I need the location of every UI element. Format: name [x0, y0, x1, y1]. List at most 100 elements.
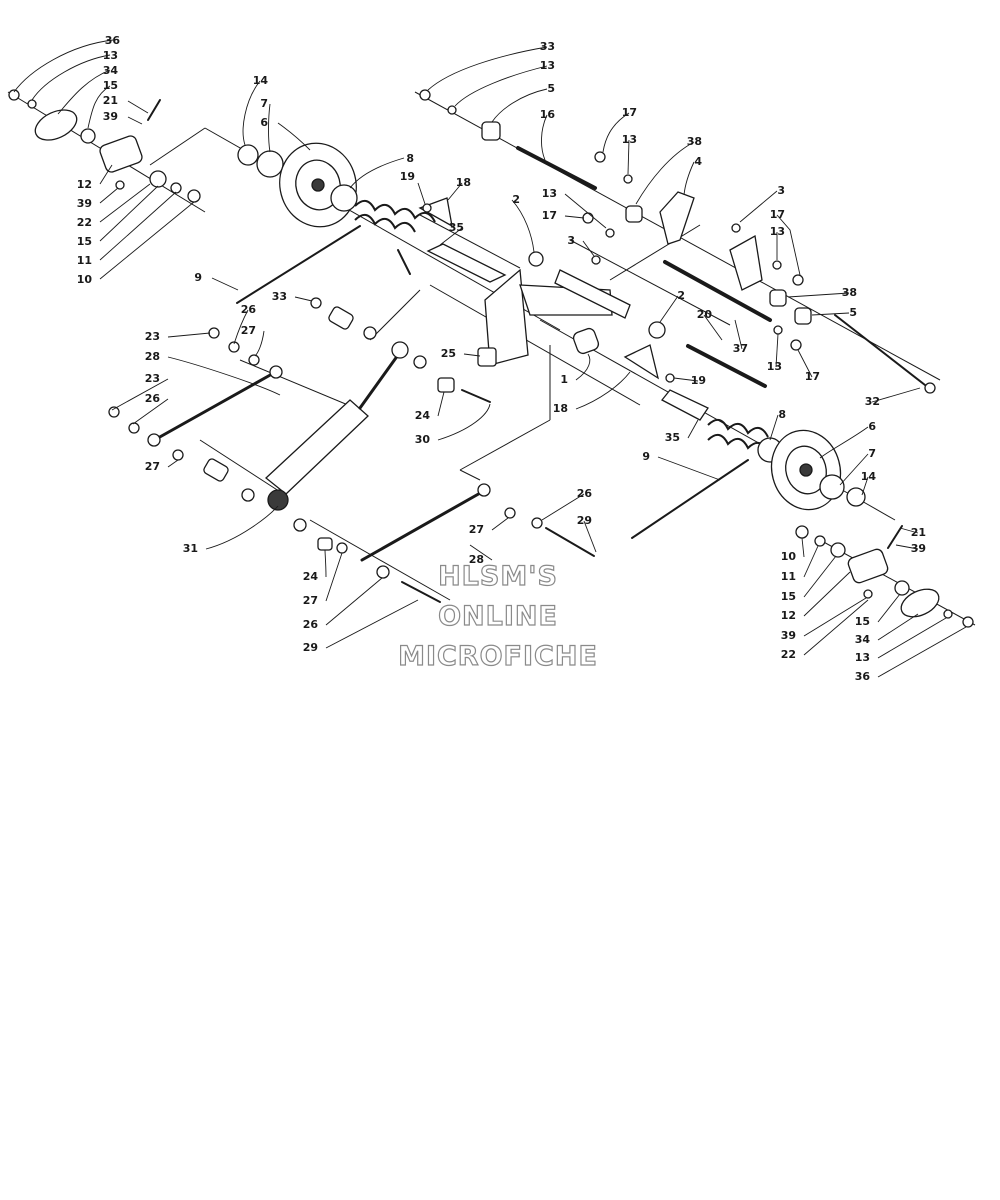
bolt-32	[834, 314, 926, 386]
ring-8-left	[330, 184, 358, 212]
leader-lines	[13, 39, 967, 678]
nut-39-right	[863, 589, 873, 599]
callout-c-11b: 11	[781, 570, 796, 583]
bushing-24-lower	[317, 537, 333, 551]
cross-tube-1	[554, 269, 631, 319]
callout-c-6b: 6	[868, 420, 876, 433]
bolt-21-left	[147, 99, 161, 121]
bolt-17-right	[792, 274, 804, 286]
callout-c-10b: 10	[781, 550, 797, 563]
spacer-lower-a	[293, 518, 307, 532]
callout-c-27c: 27	[469, 523, 484, 536]
callout-c-37a: 37	[733, 342, 748, 355]
shock-absorber-assembly	[203, 297, 491, 551]
callout-c-26c: 26	[577, 487, 593, 500]
callout-c-27a: 27	[241, 324, 256, 337]
callout-c-8a: 8	[406, 152, 414, 165]
sleeve-27-a	[248, 354, 260, 366]
callout-c-18a: 18	[456, 176, 471, 189]
link-28-left	[156, 372, 274, 440]
callout-c-39d: 39	[781, 629, 796, 642]
bolt-21-right	[887, 525, 903, 549]
bushing-15b-right	[894, 580, 910, 596]
bushing-2-lower	[648, 321, 666, 339]
callout-c-19b: 19	[691, 374, 706, 387]
callout-c-11a: 11	[77, 254, 92, 267]
bearing-14-right	[846, 487, 866, 507]
callout-c-27b: 27	[145, 460, 160, 473]
cap-10-left	[187, 189, 201, 203]
washer-26-a	[228, 341, 240, 353]
callout-c-21b: 21	[911, 526, 926, 539]
callout-c-34b: 34	[855, 633, 871, 646]
rod-9-right	[631, 459, 749, 539]
callout-c-17b: 17	[770, 208, 785, 221]
bolt-36-right	[962, 616, 974, 628]
callout-c-9b: 9	[642, 450, 650, 463]
washer-26-b	[128, 422, 140, 434]
link-28-right	[360, 490, 484, 562]
bracket-18-left	[418, 197, 453, 228]
spring-35-right-b	[707, 433, 769, 453]
link-28-left-end-a	[147, 433, 161, 447]
cap-10-right	[795, 525, 809, 539]
bushing-15-right	[830, 542, 846, 558]
washer-13-center	[605, 228, 615, 238]
washer-26-c	[531, 517, 543, 529]
watermark-line-3: MICROFICHE	[398, 641, 598, 672]
watermark-line-2: ONLINE	[438, 601, 558, 632]
callout-c-12a: 12	[77, 178, 92, 191]
callout-c-26a: 26	[241, 303, 257, 316]
link-arms	[108, 327, 595, 603]
bearing-14-left	[237, 144, 259, 166]
callout-c-13c: 13	[622, 133, 637, 146]
sleeve-27-d	[336, 542, 348, 554]
right-wheel-assembly	[623, 344, 974, 628]
sleeve-27-c	[504, 507, 516, 519]
left-wheel-assembly	[8, 89, 358, 228]
arm-4	[659, 191, 695, 245]
callout-c-15d: 15	[855, 615, 870, 628]
bolt-29-lower	[401, 581, 441, 603]
bearing-7-left	[256, 150, 284, 178]
callout-c-15a: 15	[103, 79, 118, 92]
bushing-2-upper	[528, 251, 544, 267]
spacer-shock-31	[241, 488, 255, 502]
callout-c-13d: 13	[770, 225, 785, 238]
cap-34-left	[34, 109, 78, 141]
callout-c-38b: 38	[842, 286, 857, 299]
washer-11-right	[814, 535, 826, 547]
callout-c-17d: 17	[805, 370, 820, 383]
callout-c-26d: 26	[303, 618, 319, 631]
callout-c-16a: 16	[540, 108, 556, 121]
nut-23-a	[208, 327, 220, 339]
callout-c-13b: 13	[540, 59, 555, 72]
bolt-36-left	[8, 89, 20, 101]
callout-c-13e: 13	[542, 187, 557, 200]
sleeve-33	[328, 306, 354, 330]
callout-c-31a: 31	[183, 542, 198, 555]
nut-23-b	[108, 406, 120, 418]
shock-rod-31	[358, 353, 400, 410]
bushing-38-upper	[625, 205, 643, 223]
center-pivot-assembly	[477, 212, 666, 367]
callout-c-23b: 23	[145, 372, 160, 385]
callout-c-3a: 3	[777, 184, 785, 197]
callout-c-22a: 22	[77, 216, 92, 229]
callout-c-8b: 8	[778, 408, 786, 421]
callout-c-26b: 26	[145, 392, 161, 405]
washer-11-left	[170, 182, 182, 194]
bushing-15b-left	[149, 170, 167, 188]
nut-3-upper	[731, 223, 741, 233]
callout-c-2a: 2	[512, 193, 520, 206]
callout-c-3b: 3	[567, 234, 575, 247]
spring-35-left	[354, 199, 436, 223]
callout-c-36a: 36	[105, 34, 121, 47]
callout-c-32a: 32	[865, 395, 880, 408]
callout-c-7a: 7	[260, 97, 268, 110]
wheel-6-left-center	[311, 178, 325, 192]
washer-13-upper-b	[623, 174, 633, 184]
left-spring-shaft	[236, 197, 507, 304]
spacer-shock-upper	[363, 326, 377, 340]
